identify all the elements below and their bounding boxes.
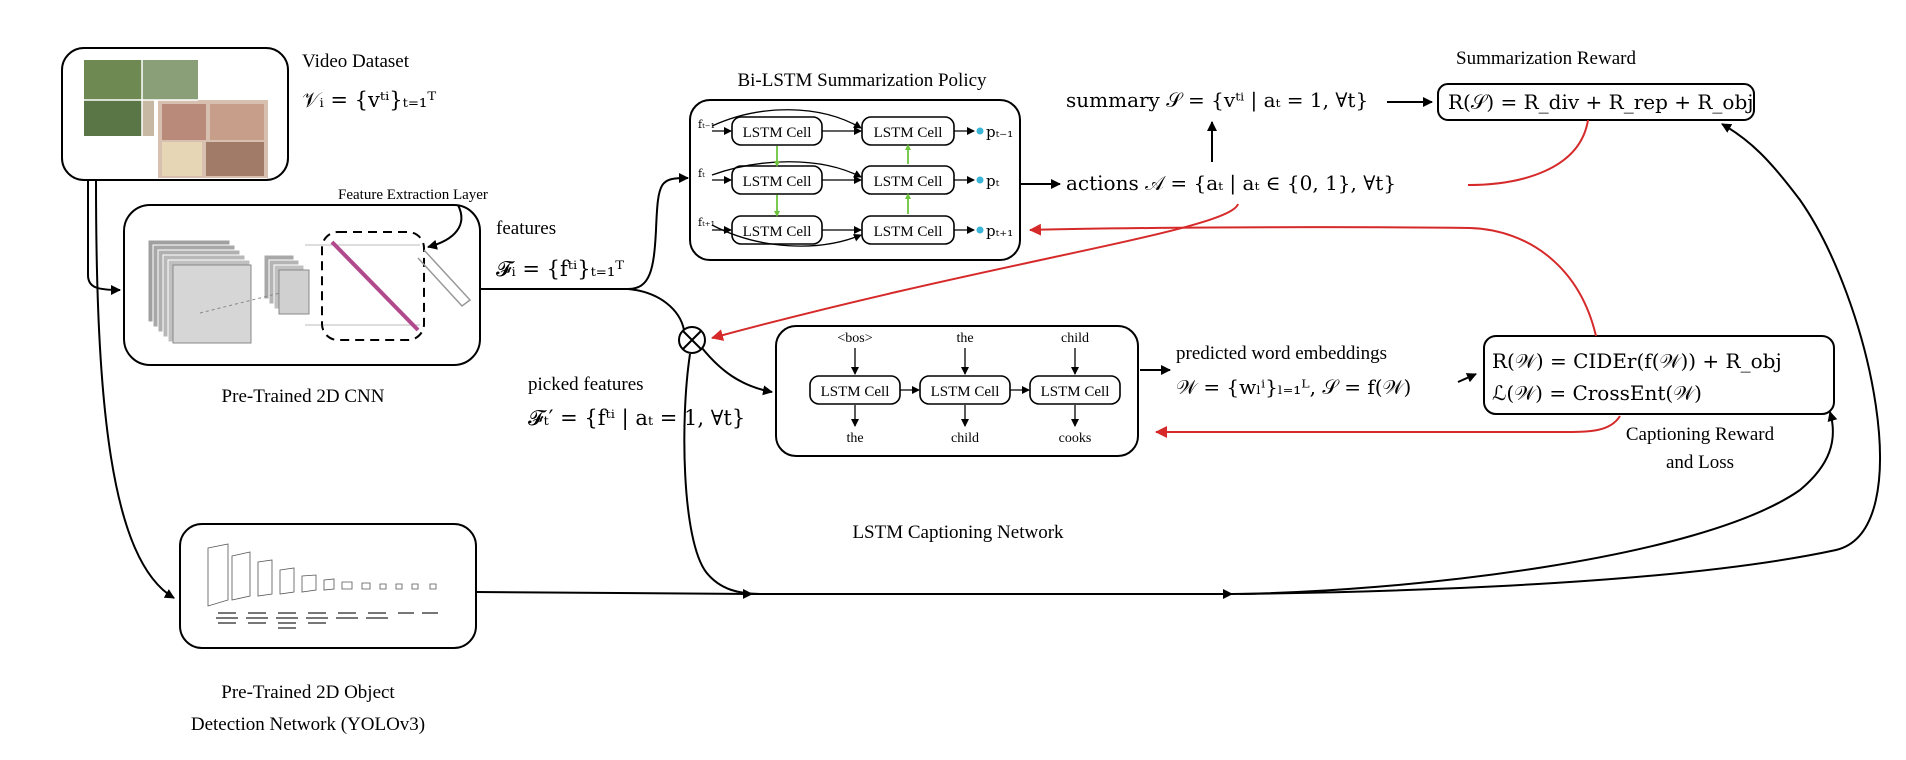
- bilstm-input-3: fₜ₊₁: [698, 216, 715, 229]
- flow-to-captioning-reward-arrow: [1231, 411, 1838, 595]
- output-dot: [976, 226, 984, 234]
- predicted-label: predicted word embeddings: [1176, 343, 1387, 364]
- captioning-reward-box: R(𝒲) = CIDEr(f(𝒲)) + R_obj ℒ(𝒲) = CrossE…: [1483, 335, 1835, 415]
- caption-reward-to-bilstm-feedback: [1029, 223, 1597, 337]
- feature-extraction-region: [321, 231, 425, 341]
- caption-input-1: <bos>: [837, 331, 872, 346]
- actions-formula: actions 𝒜 = {aₜ | aₜ ∈ {0, 1}, ∀t}: [1066, 171, 1396, 196]
- video-to-cnn-arrow: [87, 180, 121, 295]
- captioning-title: LSTM Captioning Network: [852, 522, 1064, 543]
- yolo-box: [179, 523, 477, 649]
- features-to-multiply-line: [627, 288, 685, 331]
- picked-features-label: picked features: [528, 374, 644, 395]
- features-label: features: [496, 218, 556, 239]
- caption-cell-3: [1029, 375, 1121, 405]
- bilstm-box: fₜ₋₁ fₜ fₜ₊₁ LSTM Cell LSTM Cell LSTM Ce…: [689, 99, 1021, 261]
- caption-output-2: child: [951, 431, 979, 446]
- yolo-layer-captions: [216, 612, 438, 629]
- summ-reward-feedback: [1467, 119, 1589, 186]
- cnn-feature-stack: [147, 239, 420, 344]
- video-dataset-title: Video Dataset: [302, 51, 410, 72]
- cnn-label: Pre-Trained 2D CNN: [222, 386, 385, 407]
- bilstm-title: Bi-LSTM Summarization Policy: [737, 70, 987, 91]
- captioning-reward-label-1: Captioning Reward: [1626, 424, 1775, 445]
- features-to-bilstm-arrow: [480, 173, 689, 290]
- caption-input-2: the: [956, 331, 973, 346]
- yolo-label-2: Detection Network (YOLOv3): [191, 714, 425, 735]
- fc-layer-shape: [417, 249, 472, 308]
- bilstm-cell-label: LSTM Cell: [874, 224, 943, 240]
- multiply-node: [678, 326, 706, 354]
- caption-output-1: the: [846, 431, 863, 446]
- output-dot: [976, 176, 984, 184]
- bilstm-input-2: fₜ: [698, 167, 705, 180]
- bilstm-cell-label: LSTM Cell: [743, 125, 812, 141]
- bilstm-output-3: pₜ₊₁: [986, 222, 1013, 240]
- captioning-box: <bos> the child LSTM Cell LSTM Cell LSTM…: [775, 325, 1139, 457]
- summarization-reward-title: Summarization Reward: [1456, 48, 1636, 69]
- bilstm-output-1: pₜ₋₁: [986, 123, 1013, 141]
- features-formula: 𝓕ᵢ = {fᵗⁱ}ₜ₌₁ᵀ: [496, 257, 624, 281]
- bilstm-cell-label: LSTM Cell: [743, 174, 812, 190]
- captioning-reward-label-2: and Loss: [1666, 452, 1734, 473]
- video-dataset-formula: 𝒱ᵢ = {vᵗⁱ}ₜ₌₁ᵀ: [302, 88, 436, 112]
- yolo-architecture-thumbnail: [207, 543, 437, 607]
- bilstm-cell-label: LSTM Cell: [743, 224, 812, 240]
- cnn-box: Feature Extraction Layer: [123, 187, 488, 366]
- predicted-formula: 𝒲 = {wₗⁱ}ₗ₌₁ᴸ, 𝒮 = f(𝒲): [1176, 375, 1411, 399]
- video-dataset-box: Video Dataset 𝒱ᵢ = {vᵗⁱ}ₜ₌₁ᵀ: [61, 47, 436, 181]
- captioning-reward-formula-1: R(𝒲) = CIDEr(f(𝒲)) + R_obj: [1492, 349, 1782, 373]
- bilstm-cell-label: LSTM Cell: [874, 125, 943, 141]
- output-dot: [976, 127, 984, 135]
- summary-formula: summary 𝒮 = {vᵗⁱ | aₜ = 1, ∀t}: [1066, 88, 1368, 113]
- captioning-reward-formula-2: ℒ(𝒲) = CrossEnt(𝒲): [1492, 381, 1702, 405]
- caption-output-3: cooks: [1059, 431, 1092, 446]
- video-to-yolo-arrow: [95, 179, 175, 599]
- caption-cell-label: LSTM Cell: [1041, 384, 1110, 400]
- picked-features-formula: 𝓕ₜ′ = {fᵗⁱ | aₜ = 1, ∀t}: [528, 406, 745, 431]
- summarization-reward-formula: R(𝒮) = R_div + R_rep + R_obj: [1448, 90, 1753, 114]
- flow-to-summarization-reward-arrow: [1239, 123, 1881, 595]
- multiply-to-flow-line: [683, 353, 761, 595]
- multiply-to-captioning-arrow: [701, 347, 773, 396]
- caption-reward-to-captioning-feedback: [1155, 415, 1621, 438]
- video-frames-thumbnail: [84, 60, 268, 178]
- pooling-line: [330, 240, 420, 332]
- caption-input-3: child: [1061, 331, 1089, 346]
- bilstm-cell-label: LSTM Cell: [874, 174, 943, 190]
- caption-cell-label: LSTM Cell: [821, 384, 890, 400]
- summarization-reward-box: R(𝒮) = R_div + R_rep + R_obj: [1437, 83, 1755, 121]
- caption-cell-label: LSTM Cell: [931, 384, 1000, 400]
- actions-to-multiply-feedback: [711, 203, 1239, 341]
- yolo-label-1: Pre-Trained 2D Object: [221, 682, 395, 703]
- yolo-flow-arrow-1: [475, 588, 753, 599]
- feature-extraction-label: Feature Extraction Layer: [338, 187, 488, 203]
- bilstm-input-1: fₜ₋₁: [698, 118, 715, 131]
- bilstm-output-2: pₜ: [986, 172, 1000, 190]
